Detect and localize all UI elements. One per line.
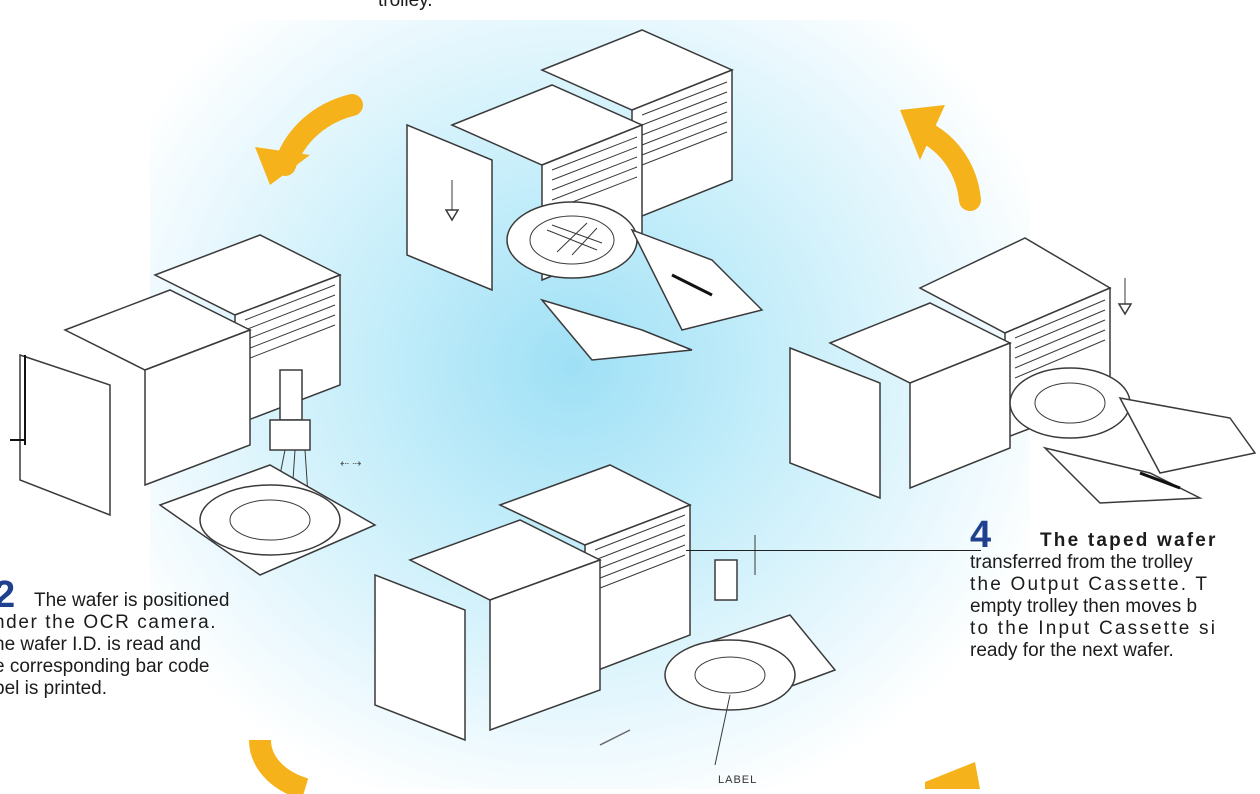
step4-line-2: transferred from the trolley (970, 552, 1260, 574)
curved-arrow-top-right (895, 100, 995, 210)
divider-line (686, 550, 981, 551)
step2-caption: 2 The wafer is positioned nder the OCR c… (0, 578, 284, 700)
illustration-step1-cassettes (392, 30, 772, 360)
label-callout-text: LABEL (718, 774, 757, 786)
step2-line-4: e corresponding bar code (0, 656, 284, 678)
step4-caption: 4 The taped wafer transferred from the t… (970, 518, 1260, 662)
step4-line-6: ready for the next wafer. (970, 640, 1260, 662)
illustration-step2-ocr-camera: ⇠ ⇢ (10, 235, 390, 595)
step2-number: 2 (0, 578, 28, 612)
illustration-step3-label-applied (370, 465, 840, 775)
illustration-step4-output-cassette (780, 238, 1260, 508)
step2-line-1: The wafer is positioned (34, 590, 229, 612)
svg-text:⇠ ⇢: ⇠ ⇢ (340, 458, 362, 470)
step2-line-3: he wafer I.D. is read and (0, 634, 284, 656)
step4-line-3: the Output Cassette. T (970, 574, 1260, 596)
step4-line-4: empty trolley then moves b (970, 596, 1260, 618)
step4-line-1: The taped wafer (1040, 530, 1218, 552)
step4-line-5: to the Input Cassette si (970, 618, 1260, 640)
curved-arrow-bottom-right (925, 762, 985, 789)
step2-line-5: bel is printed. (0, 678, 284, 700)
step4-number: 4 (970, 518, 1040, 552)
step2-line-2: nder the OCR camera. (0, 612, 284, 634)
caption-fragment-top: trolley. (378, 0, 433, 12)
curved-arrow-top-left (250, 95, 360, 185)
curved-arrow-bottom-left (250, 740, 310, 789)
